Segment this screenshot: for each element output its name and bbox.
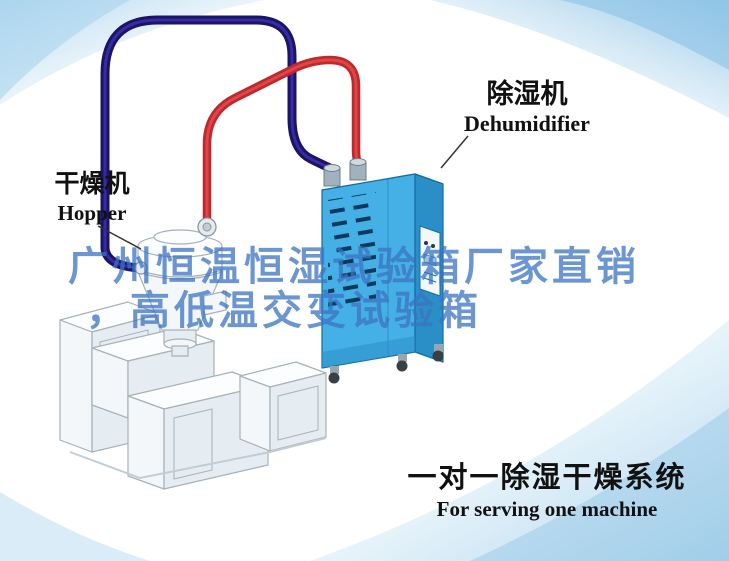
wheel-3 bbox=[432, 350, 444, 362]
dehumidifier-label-en: Dehumidifier bbox=[464, 111, 590, 136]
vent-grille bbox=[328, 192, 376, 308]
hopper-pointer-line bbox=[97, 225, 142, 250]
swoosh-bottom-right-deep bbox=[470, 408, 729, 561]
barrel-panel-1 bbox=[173, 408, 213, 480]
hopper-lid-top bbox=[153, 229, 207, 245]
swoosh-bottom-left bbox=[0, 492, 150, 561]
panel-slot-1 bbox=[423, 271, 437, 277]
cabinet-left-face bbox=[59, 319, 93, 453]
wheel-1 bbox=[328, 372, 340, 384]
dehumidifier-unit bbox=[321, 173, 444, 384]
watermark: 广州恒温恒湿试验箱厂家直销 ，高低温交变试验箱 bbox=[68, 245, 640, 333]
port-cap-2 bbox=[349, 158, 367, 166]
endbox-panel bbox=[277, 385, 319, 441]
endbox-left-face bbox=[239, 375, 271, 452]
hose-fittings bbox=[134, 158, 367, 275]
return-hose-blue-highlight bbox=[103, 18, 334, 270]
caption-zh: 一对一除湿干燥系统 bbox=[407, 460, 686, 494]
hopper-dryer bbox=[137, 229, 227, 357]
hopper-label-zh: 干燥机 bbox=[54, 170, 129, 198]
labels: 除湿机 Dehumidifier 干燥机 Hopper 一对一除湿干燥系统 Fo… bbox=[54, 78, 686, 521]
hopper-outlet bbox=[171, 345, 189, 357]
hopper-side-fitting bbox=[134, 261, 148, 275]
watermark-line-1: 广州恒温恒湿试验箱厂家直销 bbox=[68, 245, 640, 289]
caster-wheels bbox=[328, 344, 444, 384]
panel-slot-2 bbox=[423, 277, 437, 283]
panel-button-1 bbox=[424, 241, 428, 245]
caster-bracket-1 bbox=[330, 366, 339, 374]
hopper-bracket bbox=[203, 290, 227, 316]
caster-bracket-3 bbox=[434, 344, 443, 352]
hopper-lid-clamp-core bbox=[202, 222, 212, 232]
base-line bbox=[69, 437, 327, 480]
port-cap-1 bbox=[323, 164, 341, 172]
swoosh-top-right-deep bbox=[560, 0, 729, 70]
panel-display bbox=[423, 253, 437, 267]
dehumidifier-label-zh: 除湿机 bbox=[487, 78, 568, 109]
hopper-label-en: Hopper bbox=[58, 201, 127, 225]
supply-hose-red-highlight bbox=[205, 58, 360, 224]
seat-left-face bbox=[91, 347, 129, 419]
caption-en: For serving one machine bbox=[437, 497, 658, 521]
base-band bbox=[322, 336, 415, 368]
control-panel bbox=[419, 225, 441, 297]
wheel-2 bbox=[396, 360, 408, 372]
caster-bracket-2 bbox=[398, 354, 407, 362]
watermark-line-2: ，高低温交变试验箱 bbox=[86, 289, 482, 333]
panel-button-2 bbox=[431, 244, 435, 248]
swoosh-top-left-deep bbox=[0, 0, 130, 100]
dehumidifier-pointer-line bbox=[440, 135, 469, 169]
hoses bbox=[100, 15, 363, 273]
